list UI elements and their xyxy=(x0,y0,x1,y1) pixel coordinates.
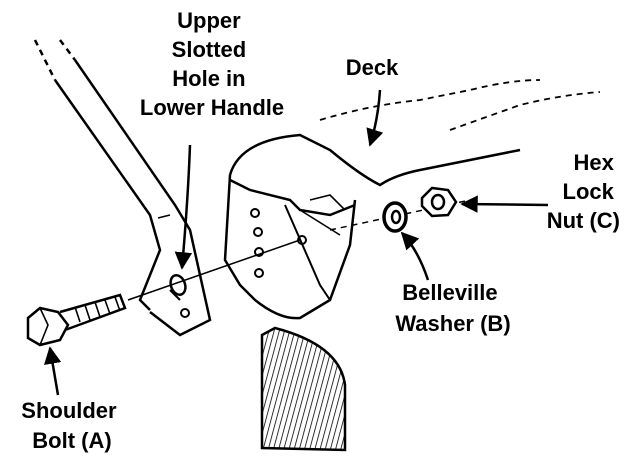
hex-lock-nut xyxy=(420,186,458,218)
arrow-to-nut xyxy=(460,195,549,213)
arrow-to-washer xyxy=(400,231,430,281)
label-hex-nut: Hex Lock Nut (C) xyxy=(547,150,620,233)
slotted-hole xyxy=(169,274,187,296)
deck-bracket xyxy=(223,79,601,320)
mower-blade xyxy=(260,326,347,452)
arrow-to-deck xyxy=(366,89,384,147)
label-bolt: Shoulder Bolt (A) xyxy=(21,398,122,453)
arrow-to-bolt xyxy=(44,346,62,396)
arrow-to-slot xyxy=(174,144,193,270)
label-deck: Deck xyxy=(346,55,399,80)
leader-arrows xyxy=(44,89,549,396)
label-washer: Belleville Washer (B) xyxy=(395,280,510,336)
belleville-washer xyxy=(382,201,408,233)
shoulder-bolt xyxy=(26,293,127,347)
label-handle-slot: Upper Slotted Hole in Lower Handle xyxy=(140,8,284,120)
